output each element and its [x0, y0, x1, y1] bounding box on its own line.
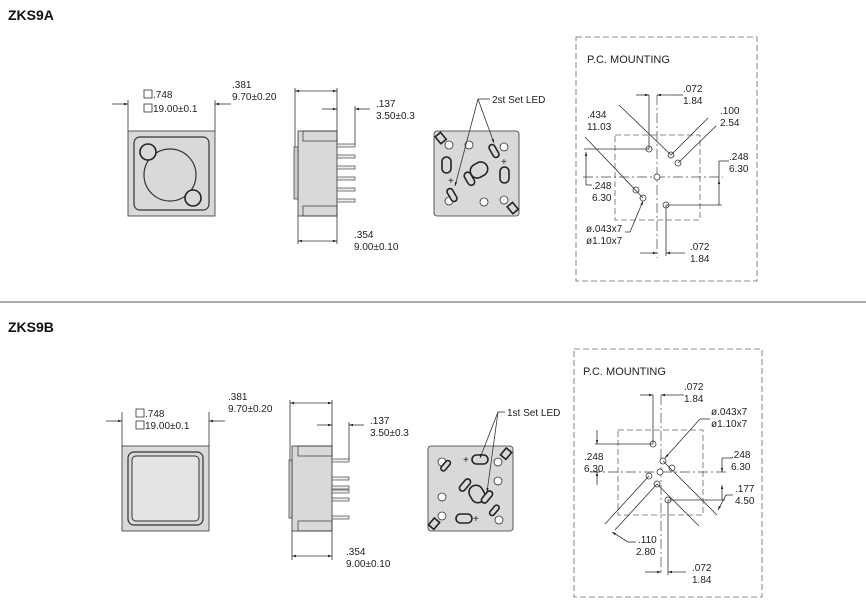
mount-dim-mm: 2.80: [636, 547, 656, 558]
mount-dim-mm: 1.84: [683, 96, 703, 107]
mount-dim-mm: 4.50: [735, 496, 755, 507]
square-symbol-icon: [135, 420, 145, 430]
width-inch: .748: [145, 409, 165, 420]
mount-dim-inch: .177: [735, 484, 755, 495]
section-title: ZKS9B: [8, 319, 54, 335]
mount-dim-mm: 1.84: [692, 575, 712, 586]
width-mm: 19.00±0.1: [145, 421, 190, 432]
mount-dim-mm: 6.30: [592, 193, 612, 204]
mount-hole-inch: ø.043x7: [586, 224, 623, 235]
front-view: .748 19.00±0.1: [106, 408, 225, 532]
body-inch: .354: [354, 230, 374, 241]
depth-mm: 9.70±0.20: [228, 404, 273, 415]
mounting-title: P.C. MOUNTING: [583, 366, 666, 378]
mount-dim-inch: .072: [692, 563, 712, 574]
plus-sign: +: [463, 455, 469, 466]
pc-mounting-b: P.C. MOUNTING .072 1.84 ø.043x7 ø1.10x7: [573, 348, 763, 598]
width-mm: 19.00±0.1: [153, 104, 198, 115]
pc-mounting-a: P.C. MOUNTING .072 1.84 .100 2.54 .434 1…: [575, 36, 758, 282]
mount-dim-mm: 6.30: [729, 164, 749, 175]
pin-mm: 3.50±0.3: [370, 428, 409, 439]
front-view: .748 19.00±0.1: [112, 89, 231, 217]
side-view: .381 9.70±0.20 .137 3.50±0.3 .354 9.0: [228, 392, 409, 570]
mount-dim-mm: 6.30: [731, 462, 751, 473]
body-mm: 9.00±0.10: [346, 559, 391, 570]
back-view: + + 2st Set LED: [433, 95, 545, 217]
mount-hole-mm: ø1.10x7: [711, 419, 748, 430]
side-view: .381 9.70±0.20 .137 3.50±0.3 .354 9.0: [232, 80, 415, 253]
depth-mm: 9.70±0.20: [232, 92, 277, 103]
mount-hole-inch: ø.043x7: [711, 407, 748, 418]
mount-dim-inch: .110: [638, 535, 657, 546]
mount-dim-inch: .248: [731, 450, 751, 461]
mount-dim-mm: 11.03: [587, 122, 612, 133]
plus-sign: +: [501, 157, 507, 168]
mount-dim-inch: .072: [683, 84, 703, 95]
mount-hole-mm: ø1.10x7: [586, 236, 623, 247]
pin-mm: 3.50±0.3: [376, 111, 415, 122]
mount-dim-inch: .072: [684, 382, 704, 393]
section-zks9b: ZKS9B .748 19.00±0.1 .381 9.70±0.20 .137…: [8, 319, 763, 598]
section-zks9a: ZKS9A .748 19.00±0.1 .381 9.70±0.20: [8, 7, 758, 282]
width-inch: .748: [153, 90, 173, 101]
mount-dim-mm: 1.84: [690, 254, 710, 265]
led-label: 1st Set LED: [507, 408, 560, 419]
mount-dim-mm: 1.84: [684, 394, 704, 405]
pin-inch: .137: [370, 416, 390, 427]
mount-dim-mm: 6.30: [584, 464, 604, 475]
depth-inch: .381: [232, 80, 252, 91]
mount-dim-inch: .072: [690, 242, 710, 253]
back-view: + + 1st Set LED: [427, 408, 560, 532]
mounting-title: P.C. MOUNTING: [587, 54, 670, 66]
body-mm: 9.00±0.10: [354, 242, 399, 253]
mount-dim-inch: .248: [584, 452, 604, 463]
mount-dim-inch: .248: [592, 181, 612, 192]
mount-dim-mm: 2.54: [720, 118, 740, 129]
depth-inch: .381: [228, 392, 248, 403]
pin-inch: .137: [376, 99, 396, 110]
square-symbol-icon: [143, 89, 153, 99]
plus-sign: +: [448, 176, 454, 187]
mount-dim-inch: .100: [720, 106, 740, 117]
mount-dim-inch: .434: [587, 110, 607, 121]
section-title: ZKS9A: [8, 7, 54, 23]
led-label: 2st Set LED: [492, 95, 545, 106]
square-symbol-icon: [135, 408, 145, 418]
plus-sign: +: [473, 514, 479, 525]
mount-dim-inch: .248: [729, 152, 749, 163]
square-symbol-icon: [143, 103, 153, 113]
body-inch: .354: [346, 547, 366, 558]
